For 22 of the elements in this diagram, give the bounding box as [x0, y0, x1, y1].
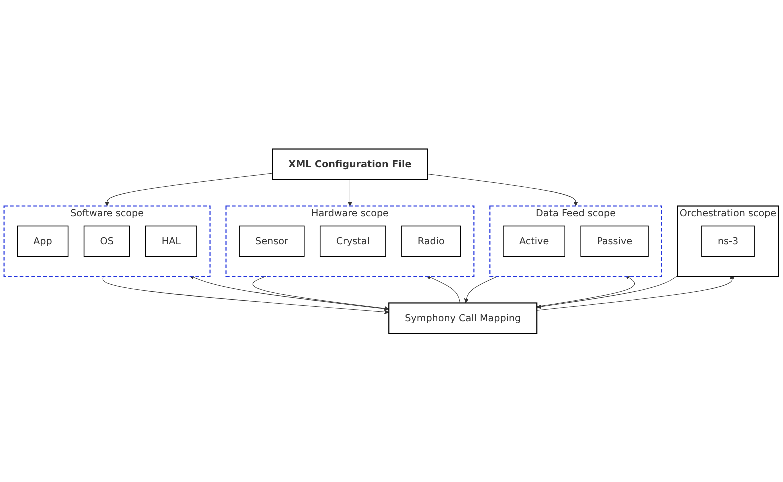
node-box: OS	[84, 225, 130, 257]
arrow	[536, 275, 678, 309]
node-box: Symphony Call Mapping	[388, 302, 538, 334]
arrow	[104, 172, 273, 206]
node-box: Passive	[580, 225, 649, 257]
node-box: Radio	[402, 225, 462, 257]
arrow	[536, 274, 636, 307]
node-box: App	[17, 225, 69, 257]
arrow	[102, 276, 390, 314]
arrow	[348, 178, 353, 206]
node-box: ns-3	[702, 225, 755, 257]
node-box: Crystal	[320, 225, 386, 257]
arrow	[252, 276, 390, 311]
node-box: HAL	[145, 225, 198, 257]
node-box: Sensor	[239, 225, 305, 257]
arrow	[464, 276, 498, 303]
node-box: XML Configuration File	[272, 148, 428, 180]
arrow	[427, 174, 578, 206]
node-box: Active	[503, 225, 566, 257]
arrow	[536, 274, 735, 310]
arrow	[426, 274, 461, 304]
arrow	[190, 274, 390, 310]
